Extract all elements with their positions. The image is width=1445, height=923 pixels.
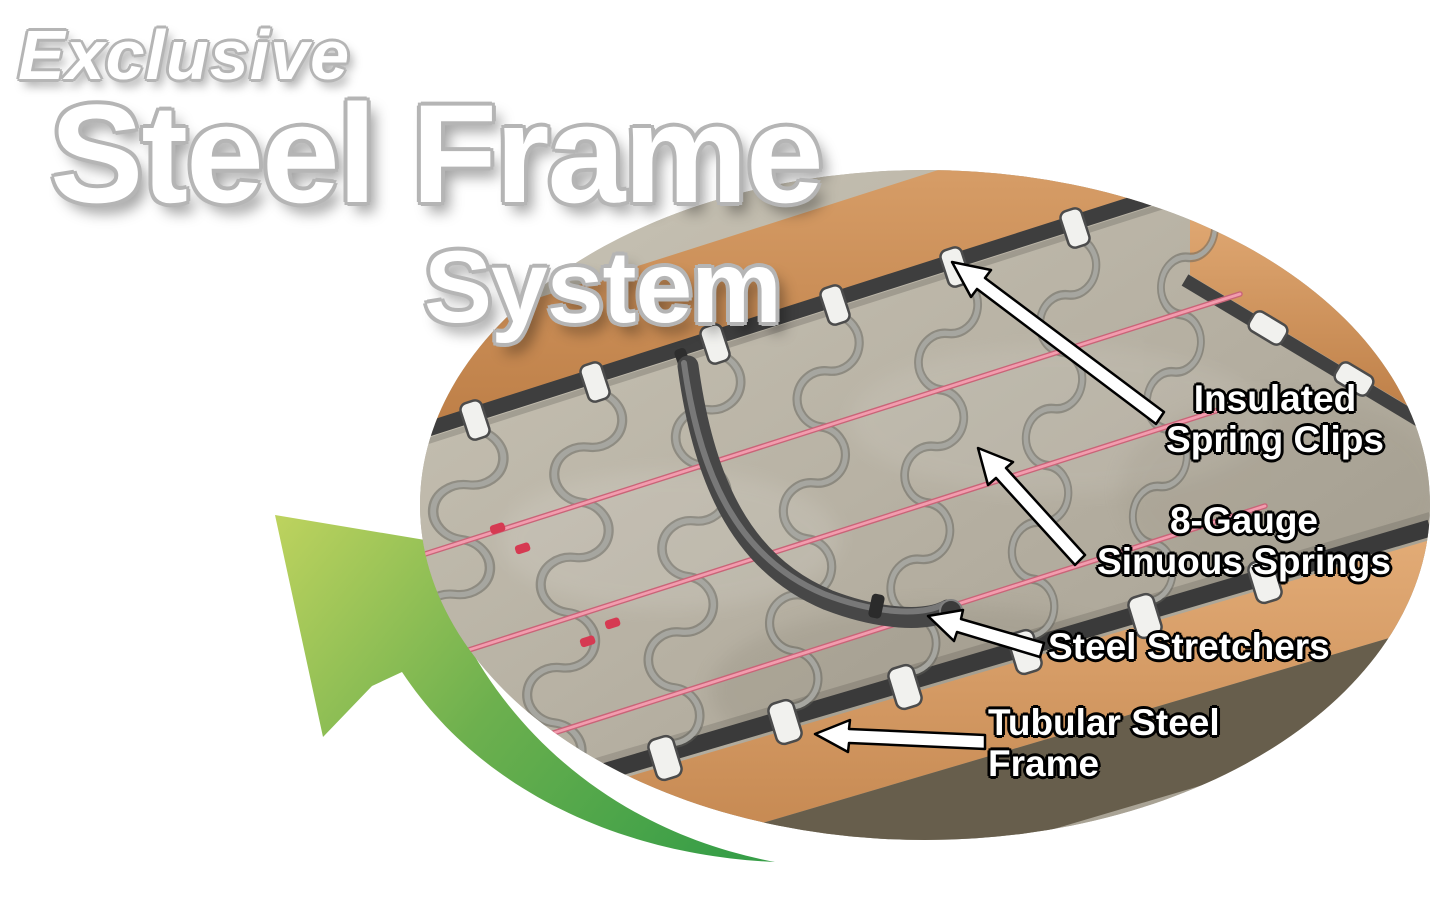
wood-rail-end xyxy=(1181,200,1430,433)
callout-line: Steel Stretchers xyxy=(1048,626,1330,667)
title-system: System xyxy=(424,230,782,344)
callout-sinuous-springs: 8-Gauge Sinuous Springs xyxy=(1088,500,1400,583)
steel-stretcher xyxy=(674,347,963,628)
callout-line: 8-Gauge xyxy=(1169,500,1319,541)
callout-insulated-spring-clips: Insulated Spring Clips xyxy=(1150,378,1400,461)
callout-line: Insulated xyxy=(1193,378,1357,419)
callout-tubular-steel-frame: Tubular Steel Frame xyxy=(988,702,1220,785)
callout-steel-stretchers: Steel Stretchers xyxy=(1048,626,1330,667)
title-steel-frame: Steel Frame xyxy=(50,75,824,232)
callout-line: Tubular Steel xyxy=(988,702,1220,743)
callout-line: Frame xyxy=(988,743,1100,785)
callout-line: Sinuous Springs xyxy=(1097,541,1391,583)
callout-line: Spring Clips xyxy=(1166,419,1384,461)
title-exclusive: Exclusive xyxy=(18,16,350,94)
